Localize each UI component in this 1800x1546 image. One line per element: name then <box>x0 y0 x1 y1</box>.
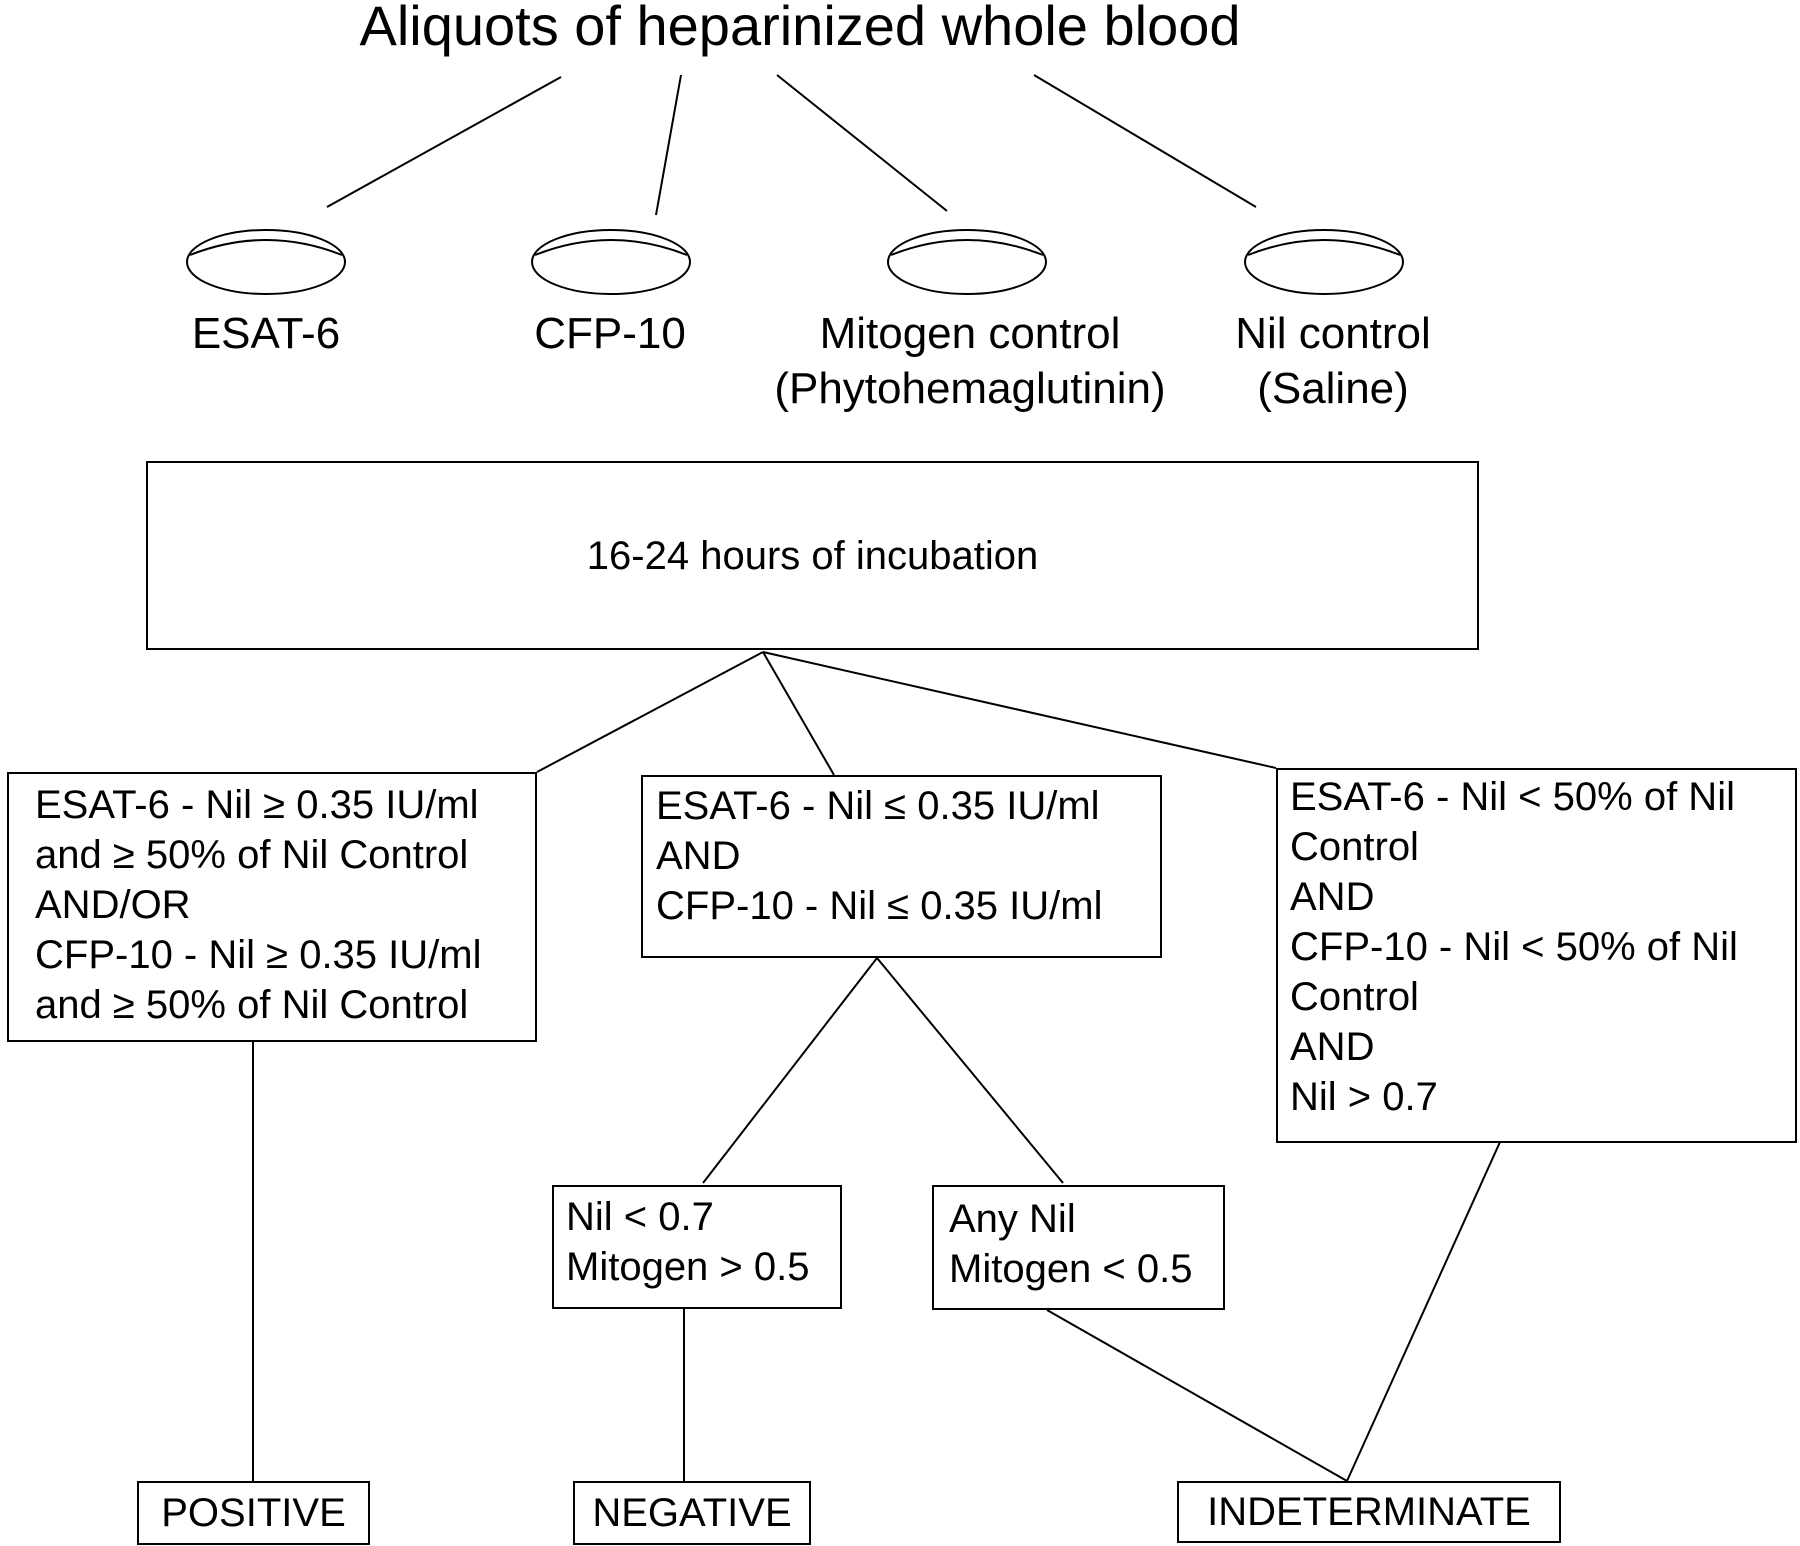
tube-mitogen-icon <box>887 229 1047 295</box>
connector-anynil-indeterminate <box>1046 1309 1348 1482</box>
incubation-text: 16-24 hours of incubation <box>586 533 1039 578</box>
indeterminate-subcriteria-box: Any Nil Mitogen < 0.5 <box>932 1185 1225 1310</box>
connector-incubation-positive <box>536 651 764 773</box>
connector-neg-branch-right <box>876 957 1064 1184</box>
tube-esat6-icon <box>186 229 346 295</box>
outcome-negative: NEGATIVE <box>573 1481 811 1545</box>
outcome-positive-label: POSITIVE <box>161 1491 346 1535</box>
negative-criteria-box: ESAT-6 - Nil ≤ 0.35 IU/ml AND CFP-10 - N… <box>641 775 1162 958</box>
tube-label-nil-sub: (Saline) <box>1257 364 1409 413</box>
positive-criteria-text: ESAT-6 - Nil ≥ 0.35 IU/ml and ≥ 50% of N… <box>35 783 482 1027</box>
indeterminate-criteria-box: ESAT-6 - Nil < 50% of Nil Control AND CF… <box>1276 768 1797 1143</box>
negative-subcriteria-text: Nil < 0.7 Mitogen > 0.5 <box>566 1195 810 1289</box>
positive-criteria-box: ESAT-6 - Nil ≥ 0.35 IU/ml and ≥ 50% of N… <box>7 772 537 1042</box>
outcome-indeterminate: INDETERMINATE <box>1177 1481 1561 1543</box>
diagram-title: Aliquots of heparinized whole blood <box>359 0 1241 57</box>
tube-label-nil: Nil control (Saline) <box>1183 306 1483 416</box>
tube-label-cfp10: CFP-10 <box>460 306 760 361</box>
tube-label-mitogen-name: Mitogen control <box>819 309 1121 358</box>
connector-indet-criteria-outcome <box>1346 1141 1501 1482</box>
connector-title-cfp10 <box>655 74 682 216</box>
incubation-box: 16-24 hours of incubation <box>146 461 1479 650</box>
outcome-negative-label: NEGATIVE <box>592 1491 792 1535</box>
tube-label-cfp10-name: CFP-10 <box>534 309 686 358</box>
indeterminate-criteria-text: ESAT-6 - Nil < 50% of Nil Control AND CF… <box>1290 775 1738 1119</box>
connector-title-nil <box>1033 74 1257 208</box>
indeterminate-subcriteria-text: Any Nil Mitogen < 0.5 <box>949 1197 1193 1291</box>
tube-label-mitogen-sub: (Phytohemaglutinin) <box>774 364 1166 413</box>
tube-nil-icon <box>1244 229 1404 295</box>
tube-label-nil-name: Nil control <box>1235 309 1431 358</box>
negative-subcriteria-box: Nil < 0.7 Mitogen > 0.5 <box>552 1185 842 1309</box>
tube-cfp10-icon <box>531 229 691 295</box>
tube-label-mitogen: Mitogen control (Phytohemaglutinin) <box>735 306 1205 416</box>
connector-title-mitogen <box>776 74 948 212</box>
outcome-indeterminate-label: INDETERMINATE <box>1207 1490 1531 1534</box>
connector-neg-branch-left <box>702 957 878 1184</box>
connector-incubation-indeterminate <box>762 651 1277 769</box>
connector-incubation-negative <box>762 651 835 776</box>
tube-label-esat6-name: ESAT-6 <box>191 309 341 358</box>
connector-title-esat6 <box>326 76 562 208</box>
tube-label-esat6: ESAT-6 <box>116 306 416 361</box>
negative-criteria-text: ESAT-6 - Nil ≤ 0.35 IU/ml AND CFP-10 - N… <box>656 784 1103 928</box>
outcome-positive: POSITIVE <box>137 1481 370 1545</box>
